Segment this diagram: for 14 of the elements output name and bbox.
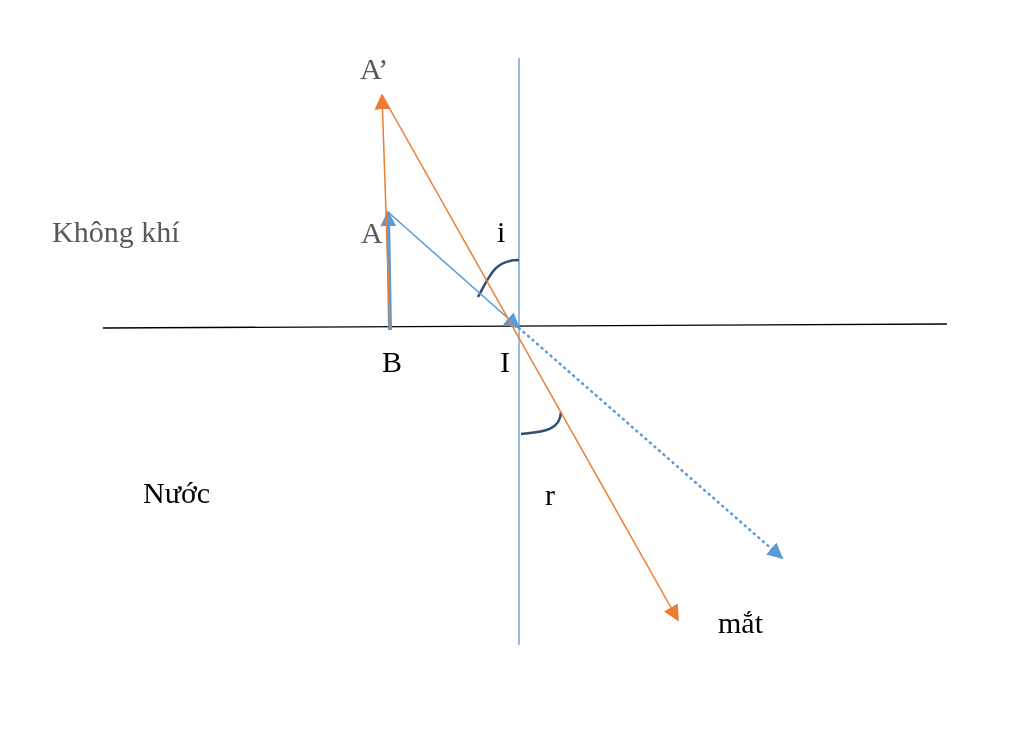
ray-arrow (381, 94, 679, 622)
angle-label: r (545, 478, 555, 512)
ray-arrow (374, 93, 391, 331)
ray-arrow (517, 326, 784, 560)
angle-label: i (497, 215, 506, 249)
point-label: I (500, 345, 510, 379)
point-label: mắt (718, 606, 763, 640)
point-label: A (361, 216, 383, 250)
medium-label: Nước (143, 476, 211, 510)
point-label: B (382, 345, 402, 379)
point-label: A’ (360, 52, 389, 86)
ray-arrow (380, 210, 397, 331)
medium-label: Không khí (52, 215, 180, 249)
ray-arrow (387, 211, 521, 330)
